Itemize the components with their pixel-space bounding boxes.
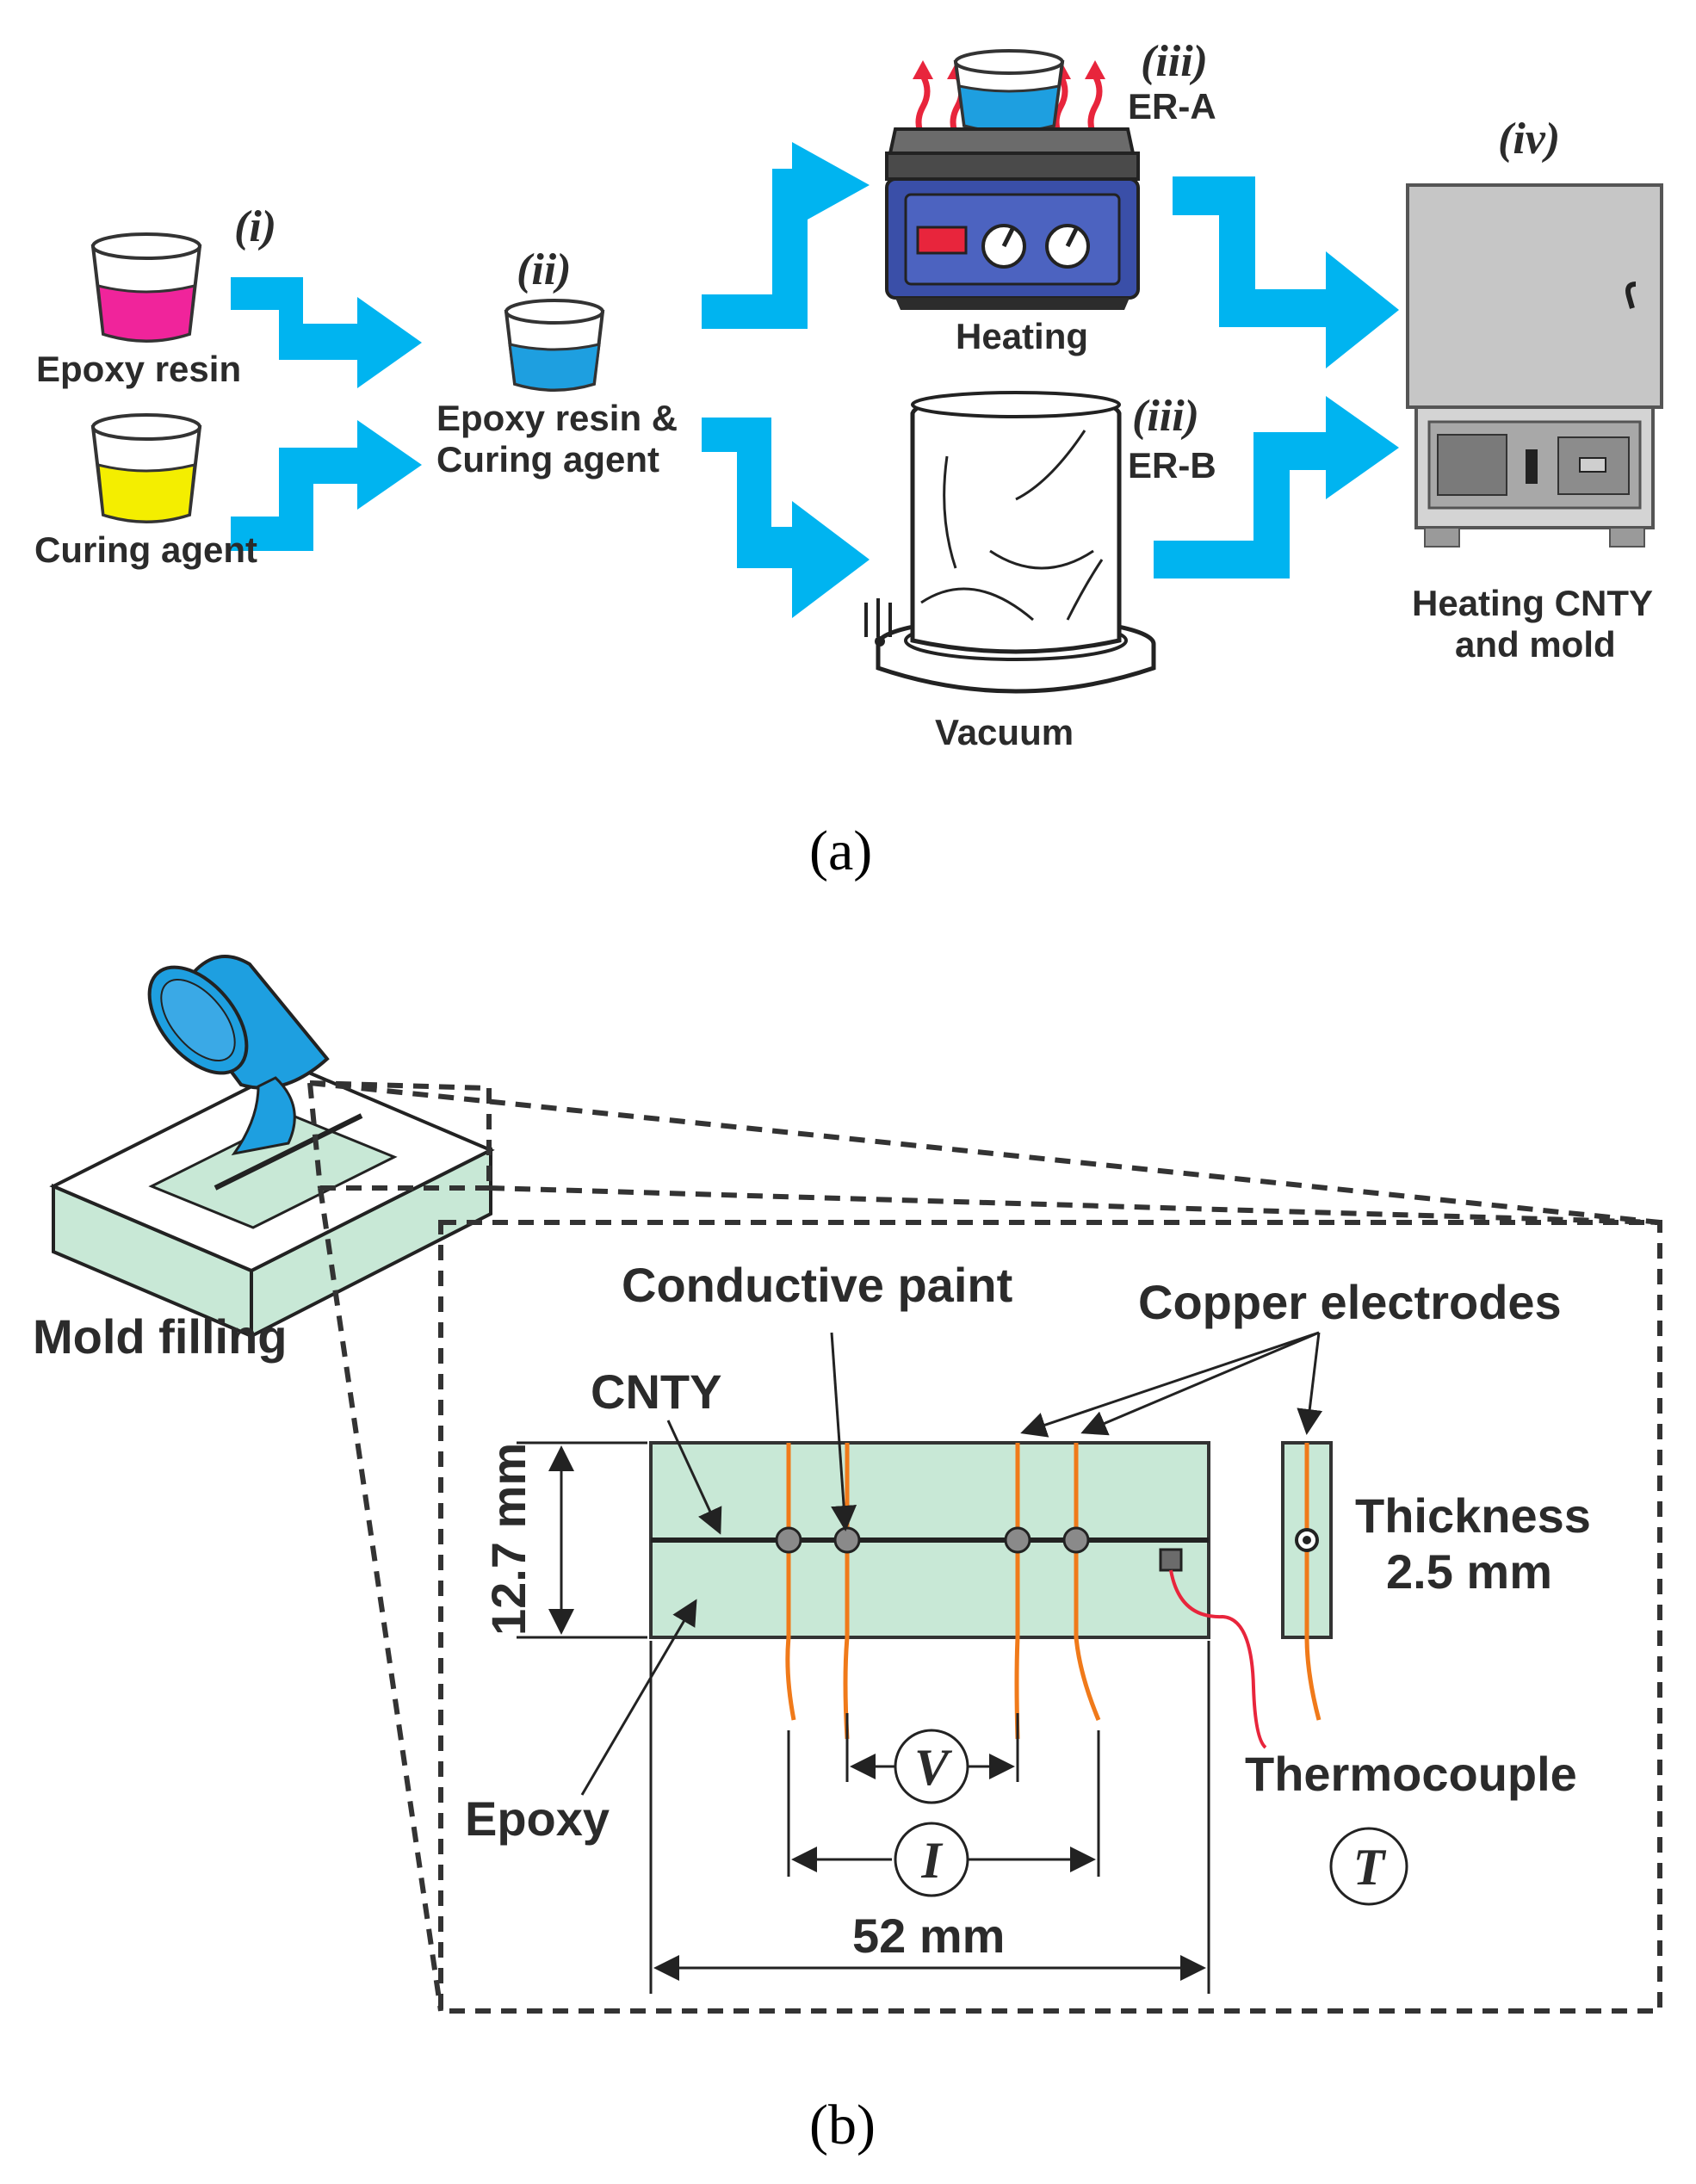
panel-a-label: (a) — [809, 820, 872, 882]
step-iv-label: (iv) — [1498, 114, 1560, 164]
conductive-paint-label: Conductive paint — [622, 1258, 1012, 1312]
beaker-icon-curing — [90, 413, 202, 523]
thickness-label-line2: 2.5 mm — [1386, 1544, 1552, 1599]
zoom-outline — [307, 1080, 1662, 2014]
length-dimension — [649, 1641, 1210, 1994]
thickness-label-line1: Thickness — [1355, 1488, 1591, 1543]
meter-v-label: V — [914, 1739, 953, 1796]
width-dimension — [517, 1441, 647, 1639]
arrow-resin-to-mix — [231, 277, 422, 388]
step-iii-a-label: (iii) — [1141, 37, 1208, 86]
arrow-mix-to-heating — [702, 142, 870, 329]
copper-electrodes-label: Copper electrodes — [1138, 1275, 1562, 1329]
vent-arrows-icon — [864, 598, 892, 637]
ammeter-icon — [894, 1822, 969, 1897]
length-dim-label: 52 mm — [852, 1909, 1005, 1963]
beaker-icon-epoxy — [90, 232, 202, 343]
conductive-paint-dots — [775, 1526, 1090, 1554]
curing-agent-label: Curing agent — [34, 529, 257, 570]
oven-icon — [1406, 183, 1663, 548]
step-i-label: (i) — [234, 202, 276, 251]
arrow-heating-to-oven — [1173, 176, 1399, 368]
er-a-label: ER-A — [1128, 86, 1216, 127]
pouring-beaker-icon — [147, 955, 330, 1156]
thermocouple-label: Thermocouple — [1245, 1747, 1577, 1801]
thermocouple-icon — [1159, 1548, 1267, 1749]
width-dim-label: 12.7 mm — [481, 1443, 535, 1636]
step-iii-b-label: (iii) — [1132, 392, 1199, 441]
meter-i-label: I — [920, 1832, 944, 1889]
arrow-mix-to-vacuum — [702, 418, 870, 618]
cnty-label: CNTY — [591, 1364, 721, 1419]
specimen — [649, 1441, 1333, 1639]
step-ii-label: (ii) — [517, 245, 572, 294]
vacuum-chamber-icon — [864, 391, 1156, 694]
voltage-measurement — [845, 1713, 1019, 1782]
panel-b-label: (b) — [809, 2094, 876, 2156]
epoxy-resin-label: Epoxy resin — [36, 349, 241, 389]
flow-arrows — [231, 142, 1399, 618]
meter-t-label: T — [1353, 1839, 1387, 1896]
er-b-label: ER-B — [1128, 445, 1216, 486]
oven-label-line1: Heating CNTY — [1412, 583, 1653, 623]
arrow-curing-to-mix — [231, 420, 422, 551]
hot-plate-icon — [885, 49, 1140, 310]
voltmeter-icon — [894, 1729, 969, 1804]
heating-label: Heating — [956, 316, 1088, 356]
epoxy-label: Epoxy — [465, 1791, 610, 1846]
mold-filling-label: Mold filling — [33, 1309, 287, 1364]
thermometer-icon — [1329, 1827, 1408, 1906]
leader-lines — [580, 1331, 1323, 1796]
oven-label-line2: and mold — [1455, 624, 1616, 665]
beaker-icon-mixture — [504, 299, 605, 392]
vacuum-label: Vacuum — [935, 712, 1074, 752]
mixture-label-line1: Epoxy resin & — [436, 398, 678, 438]
current-measurement — [787, 1730, 1100, 1877]
mixture-label-line2: Curing agent — [436, 439, 659, 479]
arrow-vacuum-to-oven — [1154, 396, 1399, 578]
